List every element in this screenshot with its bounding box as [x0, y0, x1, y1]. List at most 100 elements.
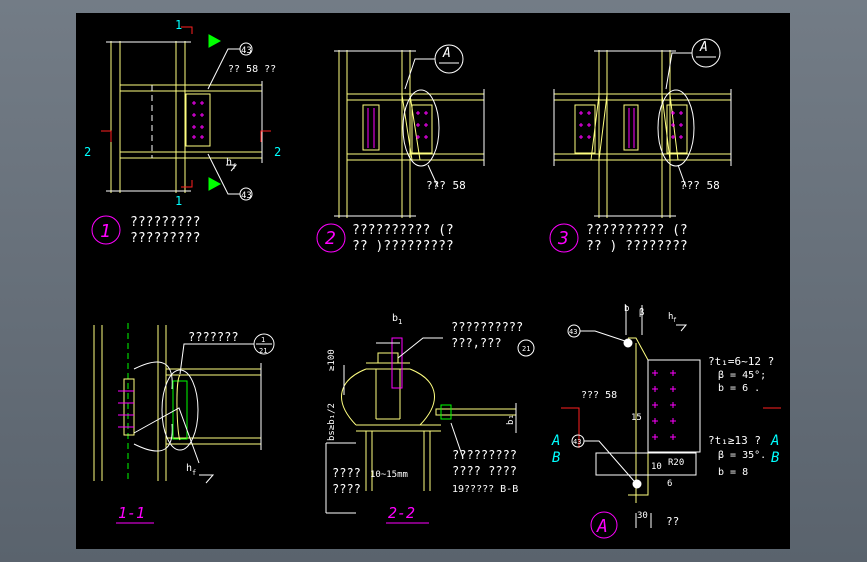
s22-leader: [397, 337, 443, 359]
s22-dim-lines: [325, 442, 356, 514]
s22-beam-flange: [356, 424, 441, 432]
d3-stiffener: [623, 104, 639, 151]
d1-shear-plate: [185, 93, 211, 147]
s11-shear-plate: [123, 378, 135, 436]
d1-leader: [207, 48, 240, 90]
dA-b-dim: [625, 305, 643, 335]
dA-ht-sub: f: [673, 317, 677, 324]
d3-detail-ellipse: [657, 89, 695, 167]
s11-title: 1-1: [118, 504, 145, 522]
dA-dim30: 30: [637, 511, 648, 521]
s11-leader: [179, 343, 254, 375]
d1-leader: [207, 153, 240, 195]
dA-beta45: β = 45°;: [718, 370, 766, 381]
dA-end-plate: [647, 359, 701, 453]
d1-ht-sub: f: [232, 163, 236, 171]
d2-detail-circle: [316, 223, 346, 253]
s22-lower-note1: ????: [332, 466, 361, 480]
s22-bolt: [391, 337, 403, 389]
d1-bolts: [192, 101, 204, 139]
dA-r20: R20: [668, 458, 684, 468]
s22-dim-b1: b₁: [506, 414, 516, 425]
d3-note: ??? 58: [680, 179, 720, 192]
dA-b8: b = 8: [718, 467, 748, 478]
d2-stiffener: [362, 104, 380, 151]
s22-side-beam: [435, 408, 517, 416]
detail-1: [91, 26, 271, 245]
s22-lower-note2: ????: [332, 482, 361, 496]
d3-haunch: [661, 94, 679, 161]
d1-weld-flag: [208, 34, 222, 48]
d2-shear-plate: [411, 104, 433, 154]
drawing-canvas[interactable]: 1 1 2 2 43 43 ?? 58 ?? h f 1 ????????? ?…: [76, 13, 790, 549]
s22-b1-sub: 1: [398, 318, 402, 326]
d1-number: 1: [100, 221, 111, 242]
dA-AB-left-B: B: [552, 450, 560, 466]
dA-b6: b = 6 .: [718, 383, 760, 394]
d1-weld-flag: [208, 177, 222, 191]
s22-right-note1: ?????????: [452, 448, 517, 462]
dA-detail-circle: [590, 511, 618, 539]
dA-weld-dot: [632, 479, 642, 489]
d3-number: 3: [557, 228, 569, 249]
dA-weld-symbol: [676, 324, 688, 332]
s11-bubble-top: 1: [261, 336, 265, 344]
d1-caption-line1: ?????????: [130, 215, 200, 230]
cad-drawing: 1 1 2 2 43 43 ?? 58 ?? h f 1 ????????? ?…: [84, 18, 781, 539]
d2-leader: [427, 164, 439, 188]
d2-caption-line2: ?? )?????????: [352, 239, 454, 254]
d3-caption-line1: ?????????? (?: [586, 223, 688, 238]
dA-dim15: 15: [631, 413, 642, 423]
s11-ellipse: [161, 369, 199, 451]
dA-note-t1a: ?t₁=6~12 ?: [708, 355, 774, 368]
s11-leader: [133, 407, 200, 464]
d3-shear-plate-left: [574, 104, 596, 154]
d1-bubble-label: 43: [241, 191, 252, 201]
d1-caption-line2: ?????????: [130, 231, 200, 246]
s22-b1-label: b: [392, 313, 398, 324]
s11-ht-sub: f: [192, 469, 196, 477]
d2-leader: [404, 58, 435, 90]
dA-leader: [580, 330, 626, 342]
s22-leader: [450, 422, 464, 459]
s22-lower-range: 10~15mm: [370, 470, 408, 480]
d1-bubble-label: 43: [241, 46, 252, 56]
d3-leader: [677, 164, 687, 188]
d1-section-mark: [101, 130, 112, 142]
s22-dim-bs: bs≥b₁/2: [327, 403, 337, 441]
d1-section-mark: [181, 26, 193, 34]
dA-leader: [584, 440, 635, 482]
s22-note1: ??????????: [451, 320, 523, 334]
d3-leader: [665, 52, 692, 90]
dA-AB-right-B: B: [771, 450, 779, 466]
d2-number: 2: [325, 228, 336, 249]
d1-side-mark-label: 2: [274, 145, 281, 159]
d1-section-mark-label: 1: [175, 194, 182, 208]
d1-side-mark-label: 2: [84, 145, 91, 159]
d1-section-mark: [181, 180, 193, 188]
dA-b-label: b: [624, 304, 629, 314]
s22-note2: ???,???: [451, 336, 502, 350]
dA-AB-right-A: A: [770, 433, 779, 449]
dA-dim6: 6: [667, 479, 672, 489]
dA-bubble-label: 43: [569, 328, 577, 336]
d1-weld-symbol: [226, 164, 238, 172]
dA-beta35: β = 35°.: [718, 450, 766, 461]
dA-AB-left-A: A: [551, 433, 560, 449]
s22-side-curve: [341, 368, 435, 426]
d1-section-mark: [260, 130, 271, 142]
dA-bubble-label: 43: [573, 438, 581, 446]
s22-title: 2-2: [388, 504, 415, 522]
detail-2: [316, 44, 485, 253]
d1-weld-note: ?? 58 ??: [228, 64, 276, 75]
d1-detail-circle: [91, 215, 121, 245]
s22-bubble-label: 21: [522, 345, 530, 353]
dA-dim10: 10: [651, 462, 662, 472]
d1-section-mark-label: 1: [175, 18, 182, 32]
d3-caption-line2: ?? ) ????????: [586, 239, 688, 254]
dA-weld-dot: [623, 338, 633, 348]
s22-right-note3: 19????? B-B: [452, 484, 518, 495]
detail-A: [561, 305, 781, 539]
s11-ht-label: h: [186, 463, 192, 474]
s11-bubble-bottom: 21: [259, 347, 267, 355]
